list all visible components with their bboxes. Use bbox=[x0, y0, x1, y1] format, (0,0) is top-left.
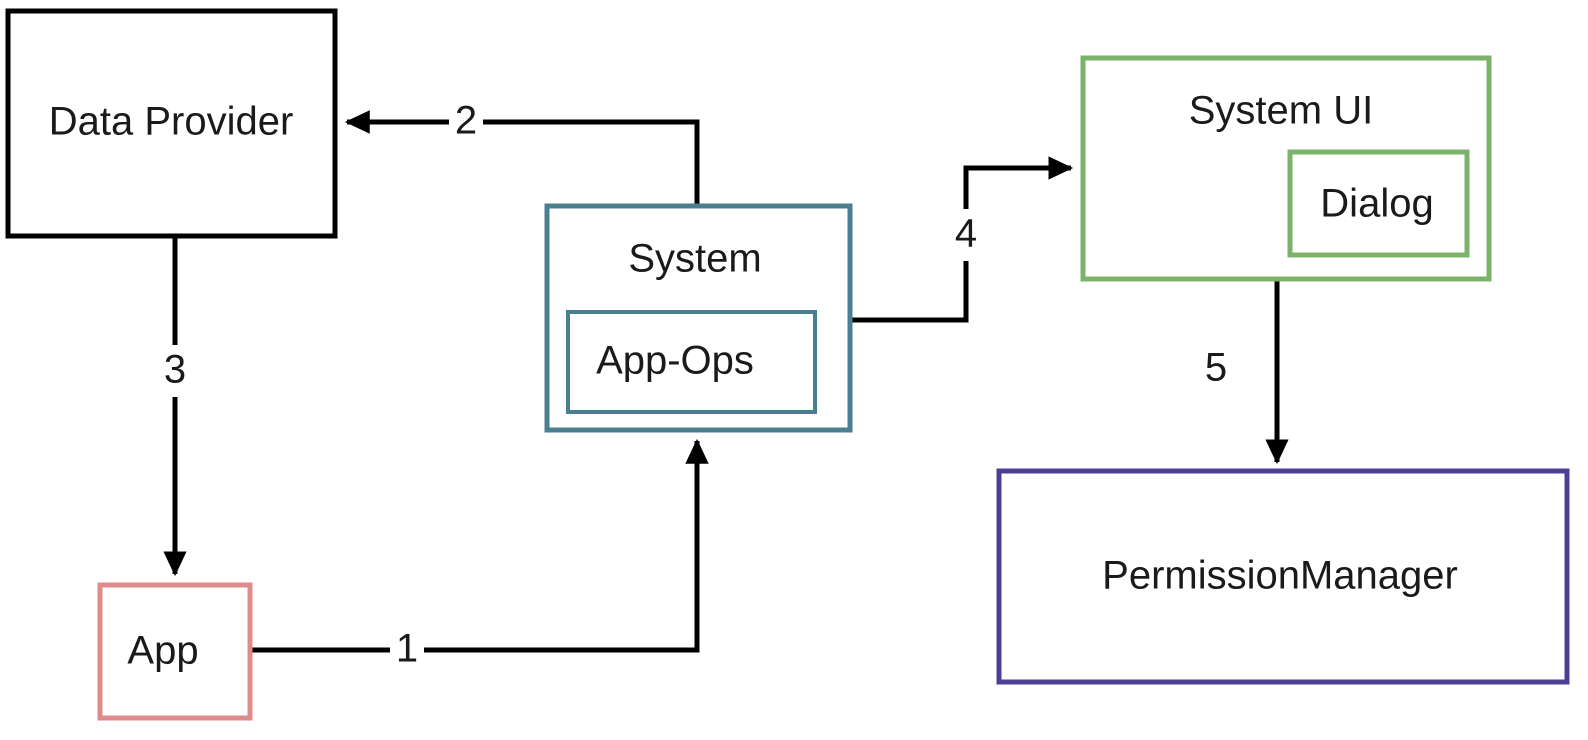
node-data-provider[interactable]: Data Provider bbox=[5, 8, 338, 239]
node-label-app: App bbox=[127, 629, 198, 673]
edge-label-3: 3 bbox=[158, 345, 192, 397]
node-box-dialog[interactable] bbox=[1287, 149, 1470, 258]
node-app-ops[interactable]: App-Ops bbox=[566, 310, 817, 414]
node-label-permission-manager: PermissionManager bbox=[1102, 554, 1458, 598]
node-box-app[interactable] bbox=[97, 582, 253, 721]
edge-label-halo bbox=[390, 624, 424, 676]
node-box-data-provider[interactable] bbox=[5, 8, 338, 239]
edge-label-text: 3 bbox=[164, 348, 186, 392]
edge-label-halo bbox=[158, 345, 192, 397]
edge-line-1 bbox=[250, 438, 709, 653]
edge-label-halo bbox=[949, 209, 983, 261]
edge-label-text: 2 bbox=[455, 99, 477, 143]
edge-label-halo bbox=[449, 96, 483, 148]
edge-label-text: 4 bbox=[955, 212, 977, 256]
node-dialog[interactable]: Dialog bbox=[1287, 149, 1470, 258]
node-app[interactable]: App bbox=[97, 582, 253, 721]
edge-label-text: 1 bbox=[396, 627, 418, 671]
edge-label-5: 5 bbox=[1199, 343, 1233, 395]
node-box-app-ops[interactable] bbox=[566, 310, 817, 414]
node-permission-manager[interactable]: PermissionManager bbox=[996, 468, 1570, 685]
edge-labels-layer: 1 2 3 4 5 bbox=[158, 96, 1233, 676]
node-box-permission-manager[interactable] bbox=[996, 468, 1570, 685]
edge-label-2: 2 bbox=[449, 96, 483, 148]
node-label-app-ops: App-Ops bbox=[596, 339, 754, 383]
edge-label-text: 5 bbox=[1205, 346, 1227, 390]
node-label-system-ui: System UI bbox=[1189, 89, 1373, 133]
edge-label-1: 1 bbox=[390, 624, 424, 676]
edge-line-2 bbox=[344, 110, 700, 206]
node-label-data-provider: Data Provider bbox=[49, 100, 294, 144]
edge-2 bbox=[344, 110, 700, 206]
edge-label-halo bbox=[1199, 343, 1233, 395]
node-label-system: System bbox=[628, 237, 761, 281]
node-label-dialog: Dialog bbox=[1320, 182, 1433, 226]
edge-label-4: 4 bbox=[949, 209, 983, 261]
edge-1 bbox=[250, 438, 709, 653]
